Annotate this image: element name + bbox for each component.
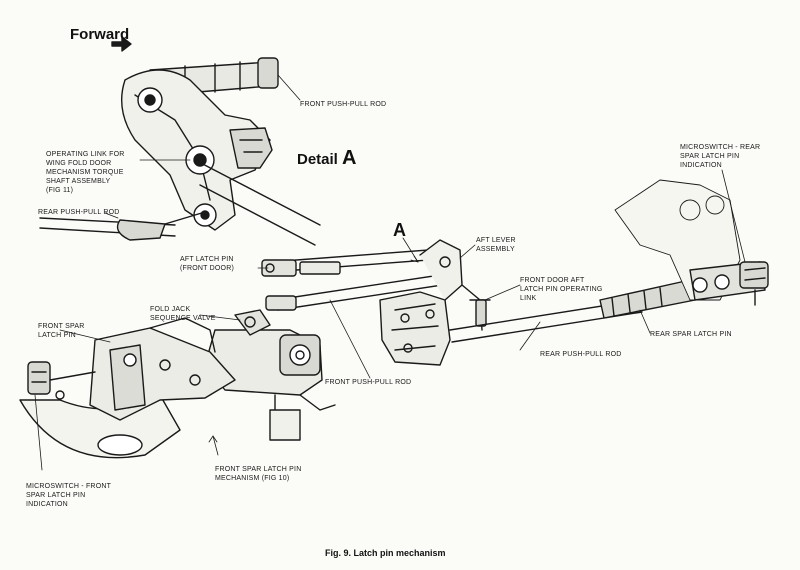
aft-latch-pin-rod — [261, 247, 456, 277]
front-push-pull-rod — [265, 271, 463, 311]
leader-lines — [34, 74, 746, 471]
label-microswitch-rear: MICROSWITCH - REAR SPAR LATCH PIN INDICA… — [680, 144, 761, 169]
label-fold-jack-sequence-valve: FOLD JACK SEQUENCE VALVE — [150, 306, 216, 322]
label-front-push-pull-rod-mid: FRONT PUSH-PULL ROD — [325, 379, 412, 386]
forward-arrow-icon — [111, 36, 132, 52]
detail-word: Detail — [297, 151, 338, 168]
label-rear-spar-latch-pin: REAR SPAR LATCH PIN — [650, 331, 732, 338]
label-front-door-aft-latch-pin-link: FRONT DOOR AFT LATCH PIN OPERATING LINK — [520, 277, 603, 302]
label-front-spar-latch-pin-mechanism: FRONT SPAR LATCH PIN MECHANISM (FIG 10) — [215, 466, 302, 482]
callout-a: A — [393, 220, 406, 240]
front-spar-latch-pin-mechanism — [19, 317, 236, 459]
detail-letter: A — [342, 147, 357, 169]
label-rear-push-pull-rod-mid: REAR PUSH-PULL ROD — [540, 351, 622, 358]
label-aft-latch-pin: AFT LATCH PIN (FRONT DOOR) — [180, 256, 234, 272]
label-rear-push-pull-rod-top: REAR PUSH-PULL ROD — [38, 209, 120, 216]
label-operating-link: OPERATING LINK FOR WING FOLD DOOR MECHAN… — [46, 151, 125, 194]
figure-caption: Fig. 9. Latch pin mechanism — [325, 548, 446, 558]
label-front-spar-latch-pin: FRONT SPAR LATCH PIN — [38, 323, 85, 339]
aft-lever-assembly — [379, 239, 491, 366]
detail-a-assembly — [39, 57, 321, 246]
detail-a-title: Detail A — [297, 147, 356, 170]
forward-label: Forward — [70, 26, 130, 43]
rear-spar-latch-pin-assembly — [614, 179, 769, 306]
label-aft-lever-assembly: AFT LEVER ASSEMBLY — [476, 237, 516, 253]
label-microswitch-front: MICROSWITCH - FRONT SPAR LATCH PIN INDIC… — [26, 483, 112, 508]
label-front-push-pull-rod-top: FRONT PUSH-PULL ROD — [300, 101, 387, 108]
